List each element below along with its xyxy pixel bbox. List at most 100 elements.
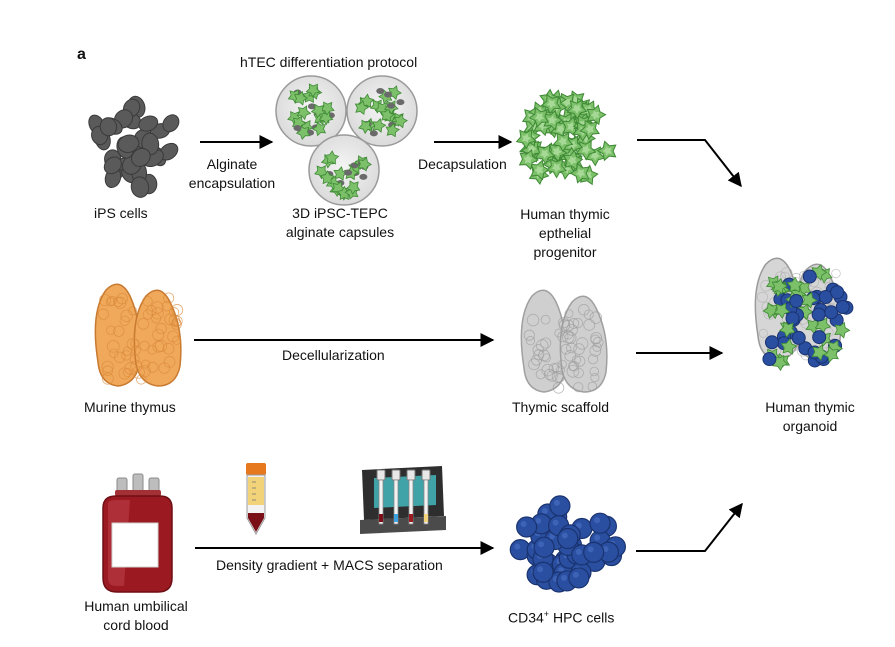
capsules-label-line1: 3D iPSC-TEPC bbox=[292, 205, 388, 221]
panel-letter: a bbox=[77, 46, 86, 63]
ips-cell bbox=[369, 130, 378, 137]
hpc-cell bbox=[812, 330, 827, 345]
tepc-cell bbox=[358, 119, 373, 135]
capsules-label: 3D iPSC-TEPC alginate capsules bbox=[270, 204, 410, 242]
macs-column-cap bbox=[376, 469, 386, 481]
organoid-label: Human thymic organoid bbox=[754, 398, 866, 436]
macs-separator-illustration bbox=[360, 466, 446, 534]
ips-cells-label: iPS cells bbox=[94, 205, 148, 221]
ips-cell bbox=[359, 173, 368, 180]
tepc-cell bbox=[801, 291, 818, 309]
lobe-texture bbox=[116, 293, 128, 305]
lobe-texture bbox=[557, 359, 567, 369]
ips-cell bbox=[344, 169, 353, 176]
macs-column-sample bbox=[409, 514, 413, 522]
tepc-cell bbox=[385, 122, 400, 138]
lobe-texture bbox=[531, 354, 542, 366]
alginate-encapsulation-label: Alginate encapsulation bbox=[182, 155, 282, 193]
macs-column-sample bbox=[379, 514, 383, 522]
tepc-cell bbox=[357, 156, 372, 172]
hpc-cells-label: CD34+ HPC cells bbox=[508, 605, 614, 628]
tepc-cell bbox=[293, 90, 309, 106]
lobe-texture bbox=[151, 301, 164, 314]
lobe-texture bbox=[119, 315, 130, 326]
lobe-texture bbox=[172, 315, 183, 327]
lobe-texture bbox=[572, 317, 584, 329]
lobe-texture bbox=[142, 309, 153, 320]
lobe-texture bbox=[138, 364, 151, 378]
tepc-cell-core bbox=[551, 163, 562, 173]
tepc-cell-core bbox=[534, 112, 545, 122]
hpc-cell-highlight bbox=[537, 566, 544, 573]
tepc-cell bbox=[354, 100, 370, 116]
macs-column-cap bbox=[421, 469, 431, 481]
hpc-cell bbox=[583, 541, 605, 563]
ips-cell bbox=[117, 134, 140, 154]
epithelial-progenitor-label: Human thymic epthelial progenitor bbox=[510, 205, 620, 262]
lobe-texture bbox=[526, 313, 540, 327]
lobe-texture bbox=[155, 322, 167, 335]
arrow-row1-to-organoid bbox=[637, 139, 742, 188]
tepc-cell-core bbox=[523, 154, 533, 164]
lobe-texture bbox=[546, 370, 558, 382]
lobe-texture bbox=[525, 336, 536, 346]
tepc-cell-core bbox=[567, 121, 576, 132]
hpc-cell-highlight bbox=[541, 507, 548, 514]
tepc-cell-core bbox=[547, 115, 558, 125]
tepc-cell-core bbox=[585, 124, 595, 134]
ips-cell bbox=[162, 114, 180, 133]
hpc-cell bbox=[589, 512, 611, 534]
tepc-cell bbox=[296, 105, 312, 121]
lobe-texture bbox=[101, 372, 114, 385]
decapsulation-label: Decapsulation bbox=[418, 156, 507, 172]
thymus-lobe bbox=[559, 295, 608, 393]
lobe-texture bbox=[587, 354, 599, 365]
organoid-label-line2: organoid bbox=[782, 418, 838, 434]
lobe-texture bbox=[107, 295, 117, 306]
tepc-cell bbox=[380, 107, 395, 123]
murine-thymus-label: Murine thymus bbox=[84, 399, 176, 415]
tepc-cell-core bbox=[567, 155, 577, 166]
tepc-cell bbox=[372, 118, 387, 133]
thymic-scaffold-illustration bbox=[520, 289, 608, 394]
lobe-texture bbox=[151, 307, 164, 320]
lobe-texture bbox=[113, 325, 125, 337]
lobe-texture bbox=[540, 337, 552, 349]
hpc-cell-highlight bbox=[560, 574, 567, 581]
hpc-cell-highlight bbox=[594, 517, 601, 524]
lobe-texture bbox=[571, 355, 582, 365]
lobe-texture bbox=[589, 366, 599, 377]
tepc-cell-core bbox=[575, 168, 586, 179]
ips-cell bbox=[138, 115, 159, 132]
lobe-texture bbox=[126, 337, 140, 351]
lobe-texture bbox=[99, 294, 112, 307]
macs-column bbox=[378, 479, 384, 525]
ips-cell bbox=[396, 99, 405, 106]
tepc-cell bbox=[305, 83, 321, 98]
tepc-cell-core bbox=[581, 145, 591, 155]
centrifuge-tube-illustration bbox=[246, 463, 266, 536]
ips-cell bbox=[384, 91, 393, 98]
lobe-texture bbox=[122, 346, 133, 356]
lobe-texture bbox=[132, 366, 145, 379]
lobe-texture bbox=[831, 268, 841, 279]
macs-column bbox=[393, 479, 399, 525]
tepc-cell bbox=[320, 170, 335, 185]
tepc-cell-core bbox=[556, 124, 566, 135]
hpc-label-rest: HPC cells bbox=[549, 609, 615, 626]
hpc-cells-illustration bbox=[509, 495, 626, 593]
protocol-title: hTEC differentiation protocol bbox=[240, 54, 418, 70]
lobe-texture bbox=[146, 305, 157, 316]
macs-column-cap bbox=[391, 469, 401, 481]
hpc-cell-highlight bbox=[575, 522, 582, 529]
lobe-texture bbox=[757, 291, 768, 303]
lobe-texture bbox=[540, 314, 551, 325]
lobe-texture bbox=[589, 311, 603, 324]
tepc-cell bbox=[310, 103, 326, 119]
hpc-cell bbox=[789, 294, 804, 309]
lobe-texture bbox=[541, 353, 552, 363]
ips-cell bbox=[293, 125, 302, 132]
lobe-texture bbox=[587, 381, 598, 392]
macs-column bbox=[423, 479, 429, 525]
ips-cell bbox=[130, 176, 150, 198]
